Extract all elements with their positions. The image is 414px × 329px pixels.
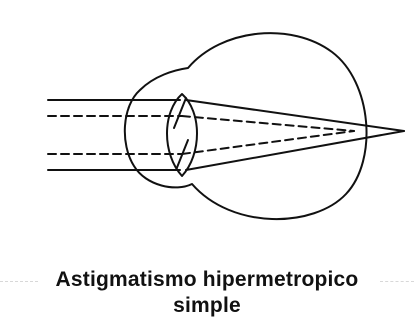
caption-rule-left	[0, 281, 38, 282]
caption-rule-right	[380, 281, 414, 282]
caption-line-2: simple	[173, 294, 241, 317]
caption-line-1: Astigmatismo hipermetropico	[55, 268, 359, 291]
eye-diagram	[47, 32, 405, 220]
converging-dashed-ray-bottom	[181, 130, 355, 155]
lens-line	[173, 97, 187, 129]
diagram-caption: Astigmatismo hipermetropico simple	[0, 264, 414, 324]
converging-ray-top	[185, 99, 405, 132]
eyeball-outline	[123, 32, 368, 220]
converging-ray-bottom	[185, 130, 405, 171]
converging-dashed-ray-top	[181, 115, 355, 132]
